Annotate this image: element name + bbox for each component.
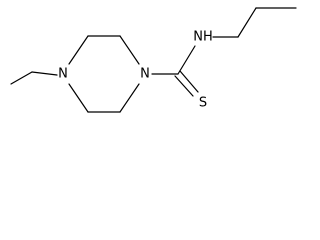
- atom-label-n1: N: [140, 67, 150, 82]
- bond-n4-c3: [68, 35, 89, 65]
- bond-thiocarbon-s-2: [179, 70, 199, 93]
- bond-n1-c6: [119, 83, 140, 113]
- bond-ethyl-ch2-n4: [31, 71, 58, 76]
- atom-label-s: S: [199, 96, 207, 111]
- bond-thiocarbon-s-1: [174, 75, 194, 97]
- bond-ch2-ch2: [237, 7, 257, 38]
- atom-label-n4: N: [58, 67, 68, 82]
- bond-thiocarbon-nh: [177, 45, 196, 75]
- bond-c2-n1: [119, 35, 140, 65]
- atom-label-nh: NH: [193, 30, 213, 45]
- chemical-structure-diagram: N N NH S: [10, 7, 297, 113]
- bond-c5-n4: [68, 83, 89, 113]
- bond-ethyl-ch3-ch2: [10, 71, 33, 85]
